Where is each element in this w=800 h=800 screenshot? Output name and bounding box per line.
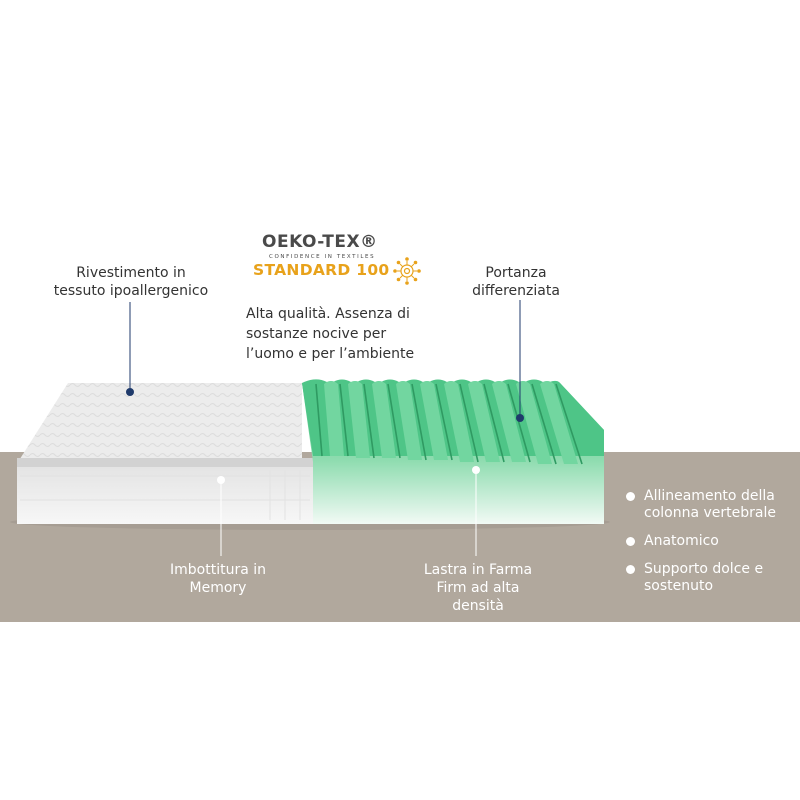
callout-imbottitura: Imbottitura in Memory — [148, 561, 288, 597]
certification-description-line-2: sostanze nocive per — [246, 326, 387, 342]
bullet-dot-icon — [626, 537, 635, 546]
certification-description: Alta qualità. Assenza di sostanze nocive… — [246, 304, 446, 364]
callout-portanza: Portanza differenziata — [440, 264, 592, 300]
callout-rivestimento-line-2: tessuto ipoallergenico — [53, 283, 209, 299]
callout-lastra-line-3: densità — [452, 598, 504, 614]
oeko-tex-brand: OEKO-TEX® — [262, 232, 378, 252]
callout-portanza-line-2: differenziata — [472, 283, 560, 299]
callout-portanza-line-1: Portanza — [485, 265, 547, 281]
oeko-tex-standard: STANDARD 100 — [253, 261, 390, 279]
callout-leaders — [126, 300, 524, 556]
bullet-dot-icon — [626, 565, 635, 574]
feature-item: Supporto dolce e sostenuto — [622, 561, 800, 595]
feature-item-line: Allineamento della — [644, 488, 775, 504]
feature-list: Allineamento della colonna vertebrale An… — [622, 488, 800, 606]
feature-item-line: colonna vertebrale — [644, 505, 776, 521]
callout-lastra-line-1: Lastra in Farma — [423, 562, 533, 578]
cover-top-face — [18, 383, 302, 462]
callout-rivestimento-line-1: Rivestimento in — [76, 265, 186, 281]
callout-lastra: Lastra in Farma Firm ad alta densità — [408, 561, 548, 615]
cover-piping — [17, 458, 313, 468]
feature-item-line: Supporto dolce e — [644, 561, 764, 577]
callout-imbottitura-line-1: Imbottitura in — [170, 562, 266, 578]
certification-description-line-3: l’uomo e per l’ambiente — [246, 346, 415, 362]
feature-item-line: Anatomico — [644, 533, 719, 549]
feature-item: Allineamento della colonna vertebrale — [622, 488, 800, 522]
foam-ridges — [302, 379, 604, 465]
callout-rivestimento: Rivestimento in tessuto ipoallergenico — [30, 264, 232, 300]
feature-item: Anatomico — [622, 533, 800, 550]
bullet-dot-icon — [626, 492, 635, 501]
cover-side-stitching — [20, 470, 310, 520]
certification-description-line-1: Alta qualità. Assenza di — [246, 306, 410, 322]
callout-imbottitura-line-2: Memory — [189, 580, 247, 596]
oeko-tex-seal-icon — [393, 257, 421, 285]
feature-item-line: sostenuto — [644, 578, 714, 594]
oeko-tex-tagline: CONFIDENCE IN TEXTILES — [269, 254, 376, 260]
callout-lastra-line-2: Firm ad alta — [436, 580, 520, 596]
